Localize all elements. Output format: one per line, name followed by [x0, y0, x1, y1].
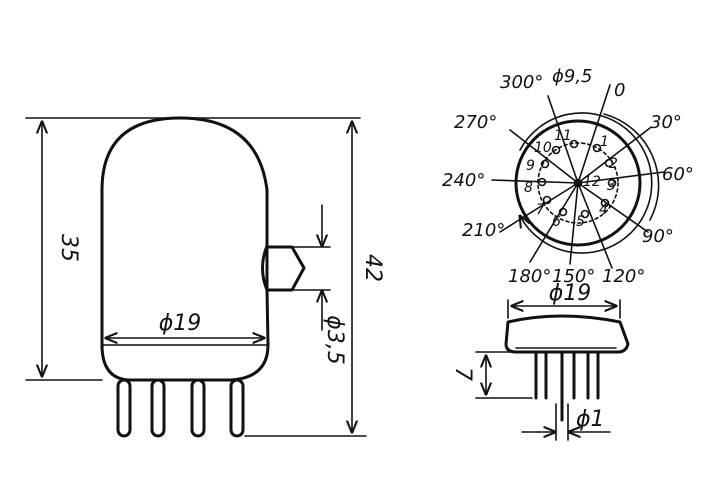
bottom-pins: [534, 350, 600, 422]
key-bump: [261, 244, 269, 292]
radial-lines: [491, 84, 665, 269]
angle-arc: [520, 112, 653, 254]
angle-label: 120°: [602, 266, 645, 287]
pin-label: 6: [552, 214, 561, 230]
side-view: 35 42 ϕ19 ϕ3,5: [25, 116, 385, 438]
dim-7-label: 7: [450, 367, 475, 381]
pin-label: 9: [526, 158, 535, 174]
base-cap-outline: [504, 314, 630, 354]
pin-label: 1: [600, 134, 609, 150]
pin-holes: [537, 139, 617, 219]
angle-label: 300°: [500, 72, 543, 93]
pin-label: 3: [607, 178, 616, 194]
pin-label: 4: [599, 202, 608, 218]
dim-bottom-d19-label: ϕ19: [549, 281, 592, 306]
dim-pin-label: ϕ1: [576, 407, 605, 432]
zero-label: 0: [614, 80, 625, 101]
angle-label: 60°: [662, 164, 694, 185]
angle-label: 30°: [650, 112, 682, 133]
pin-circle-label: ϕ9,5: [552, 66, 593, 87]
dim-35-label: 35: [56, 234, 81, 262]
angle-label: 150°: [552, 266, 595, 287]
bottom-view: ϕ19 7 ϕ1: [450, 281, 630, 441]
dim-key-label: ϕ3,5: [322, 315, 347, 365]
side-pins: [116, 378, 245, 438]
tube-body-outline: [100, 116, 270, 382]
pin-label: 5: [576, 214, 585, 230]
angle-label: 90°: [642, 226, 674, 247]
key-tip: [265, 245, 306, 292]
angle-label: 210°: [462, 220, 505, 241]
angle-label: 240°: [442, 170, 485, 191]
pin-label: 10: [534, 140, 552, 156]
pin-label: 12: [583, 174, 601, 190]
angle-label: 270°: [454, 112, 497, 133]
pin-label: 11: [554, 128, 572, 144]
dim-d19-label: ϕ19: [159, 311, 202, 336]
pin-label: 2: [609, 156, 618, 172]
pin-label: 7: [536, 202, 545, 218]
pin-label: 8: [524, 180, 533, 196]
outer-circle: [514, 119, 642, 247]
dim-42-label: 42: [360, 254, 385, 282]
base-view: 1 2 3 4 5 6 7 8 9 10 11 12 ϕ9,5 0 30° 60…: [442, 66, 694, 287]
angle-label: 180°: [508, 266, 551, 287]
